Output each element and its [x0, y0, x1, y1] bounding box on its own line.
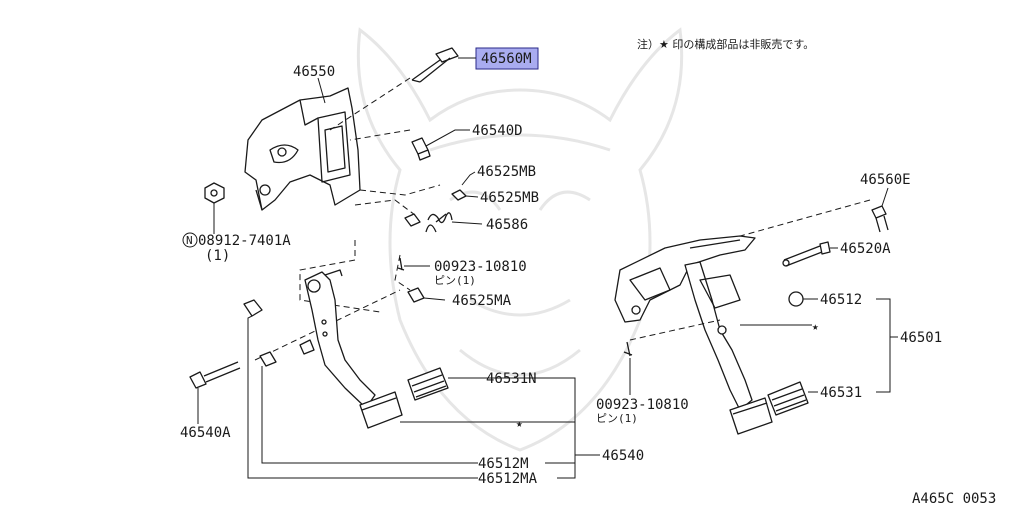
label-08912: 08912-7401A	[198, 233, 291, 249]
pin-right	[623, 341, 633, 357]
bracket-46550	[244, 87, 361, 211]
label-46525mb-2: 46525MB	[480, 190, 539, 206]
bracket-right	[614, 235, 756, 323]
label-46501: 46501	[900, 330, 942, 346]
bolt-46560e	[871, 205, 889, 233]
pedal-pad-46531	[767, 381, 809, 416]
nut-46540d	[411, 137, 431, 161]
label-46512m: 46512M	[478, 456, 529, 472]
label-46540a: 46540A	[180, 425, 231, 441]
star-right: ★	[812, 320, 819, 333]
star-left: ★	[516, 417, 523, 430]
bushing-46512	[788, 291, 804, 307]
label-46560m: 46560M	[481, 51, 532, 67]
label-00923-right-sub: ピン(1)	[596, 412, 638, 425]
bushing-46525ma	[407, 287, 425, 303]
label-00923-right: 00923-10810	[596, 397, 689, 413]
brake-pedal-arm-left	[304, 269, 376, 409]
label-00923-left-sub: ピン(1)	[434, 274, 476, 287]
label-46520a: 46520A	[840, 241, 891, 257]
bolt-46560m	[411, 47, 459, 83]
bushing-46525mb-2	[404, 213, 421, 227]
spring-46586	[425, 212, 453, 233]
pedal-pad-left	[359, 391, 403, 429]
circle-n-symbol	[182, 232, 198, 248]
label-46540: 46540	[602, 448, 644, 464]
label-46540d: 46540D	[472, 123, 523, 139]
label-46531n: 46531N	[486, 371, 537, 387]
pedal-pad-right	[729, 397, 773, 435]
label-46550: 46550	[293, 64, 335, 80]
label-46525ma: 46525MA	[452, 293, 512, 309]
label-08912-qty: (1)	[205, 248, 230, 264]
label-46560e: 46560E	[860, 172, 911, 188]
label-46531: 46531	[820, 385, 862, 401]
nut-08912	[204, 182, 225, 204]
pedal-pad-46531n	[407, 367, 449, 401]
pin-46520a	[782, 241, 831, 267]
brake-pedal-arm-right	[684, 261, 753, 411]
figure-code: A465C 0053	[912, 491, 996, 507]
note-text: 注）★ 印の構成部品は非販売です。	[637, 37, 814, 51]
label-46512: 46512	[820, 292, 862, 308]
pin-left	[397, 257, 405, 271]
bushing-46512m	[259, 351, 277, 367]
watermark-emblem	[356, 27, 684, 452]
bolt-46540a	[189, 361, 241, 389]
bushing-46512ma	[243, 299, 263, 317]
label-46525mb-1: 46525MB	[477, 164, 536, 180]
label-46586: 46586	[486, 217, 528, 233]
label-46512ma: 46512MA	[478, 471, 538, 487]
circle-n-letter: N	[186, 234, 193, 247]
label-00923-left: 00923-10810	[434, 259, 527, 275]
